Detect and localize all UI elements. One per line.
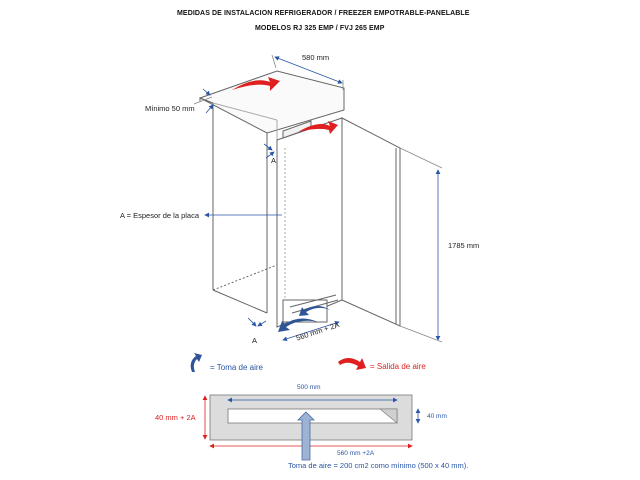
vent-height-left-label: 40 mm + 2A	[155, 413, 196, 422]
page-title: MEDIDAS DE INSTALACION REFRIGERADOR / FR…	[177, 10, 470, 17]
vent-height-right-label: 40 mm	[427, 413, 447, 420]
vent-total-label: 560 mm +2A	[337, 450, 375, 457]
a-top-label: A	[271, 156, 277, 165]
vent-note: Toma de aire = 200 cm2 como mínimo (500 …	[288, 461, 469, 470]
depth-dimension	[271, 54, 344, 90]
legend-intake-label: = Toma de aire	[210, 363, 263, 372]
vent-detail	[202, 394, 421, 461]
legend-intake-icon	[190, 353, 202, 372]
a-bottom-dimension	[247, 317, 267, 327]
height-dimension	[399, 147, 443, 343]
legend-exhaust-icon	[338, 358, 366, 370]
appliance-door	[276, 117, 401, 328]
min-gap-dimension	[193, 88, 214, 114]
height-label: 1785 mm	[448, 241, 480, 250]
a-def-label: A = Espesor de la placa	[120, 211, 200, 220]
legend-exhaust-label: = Salida de aire	[370, 362, 426, 371]
models-subtitle: MODELOS RJ 325 EMP / FVJ 265 EMP	[255, 25, 385, 32]
width-dimension	[282, 320, 340, 342]
a-top-dimension	[263, 143, 275, 159]
a-bottom-label: A	[252, 336, 258, 345]
exhaust-arrow-top	[232, 77, 280, 91]
depth-label: 580 mm	[302, 53, 330, 62]
exhaust-arrow-mid	[298, 121, 338, 134]
vent-width-label: 500 mm	[297, 384, 321, 391]
min-gap-label: Mínimo 50 mm	[145, 104, 195, 113]
